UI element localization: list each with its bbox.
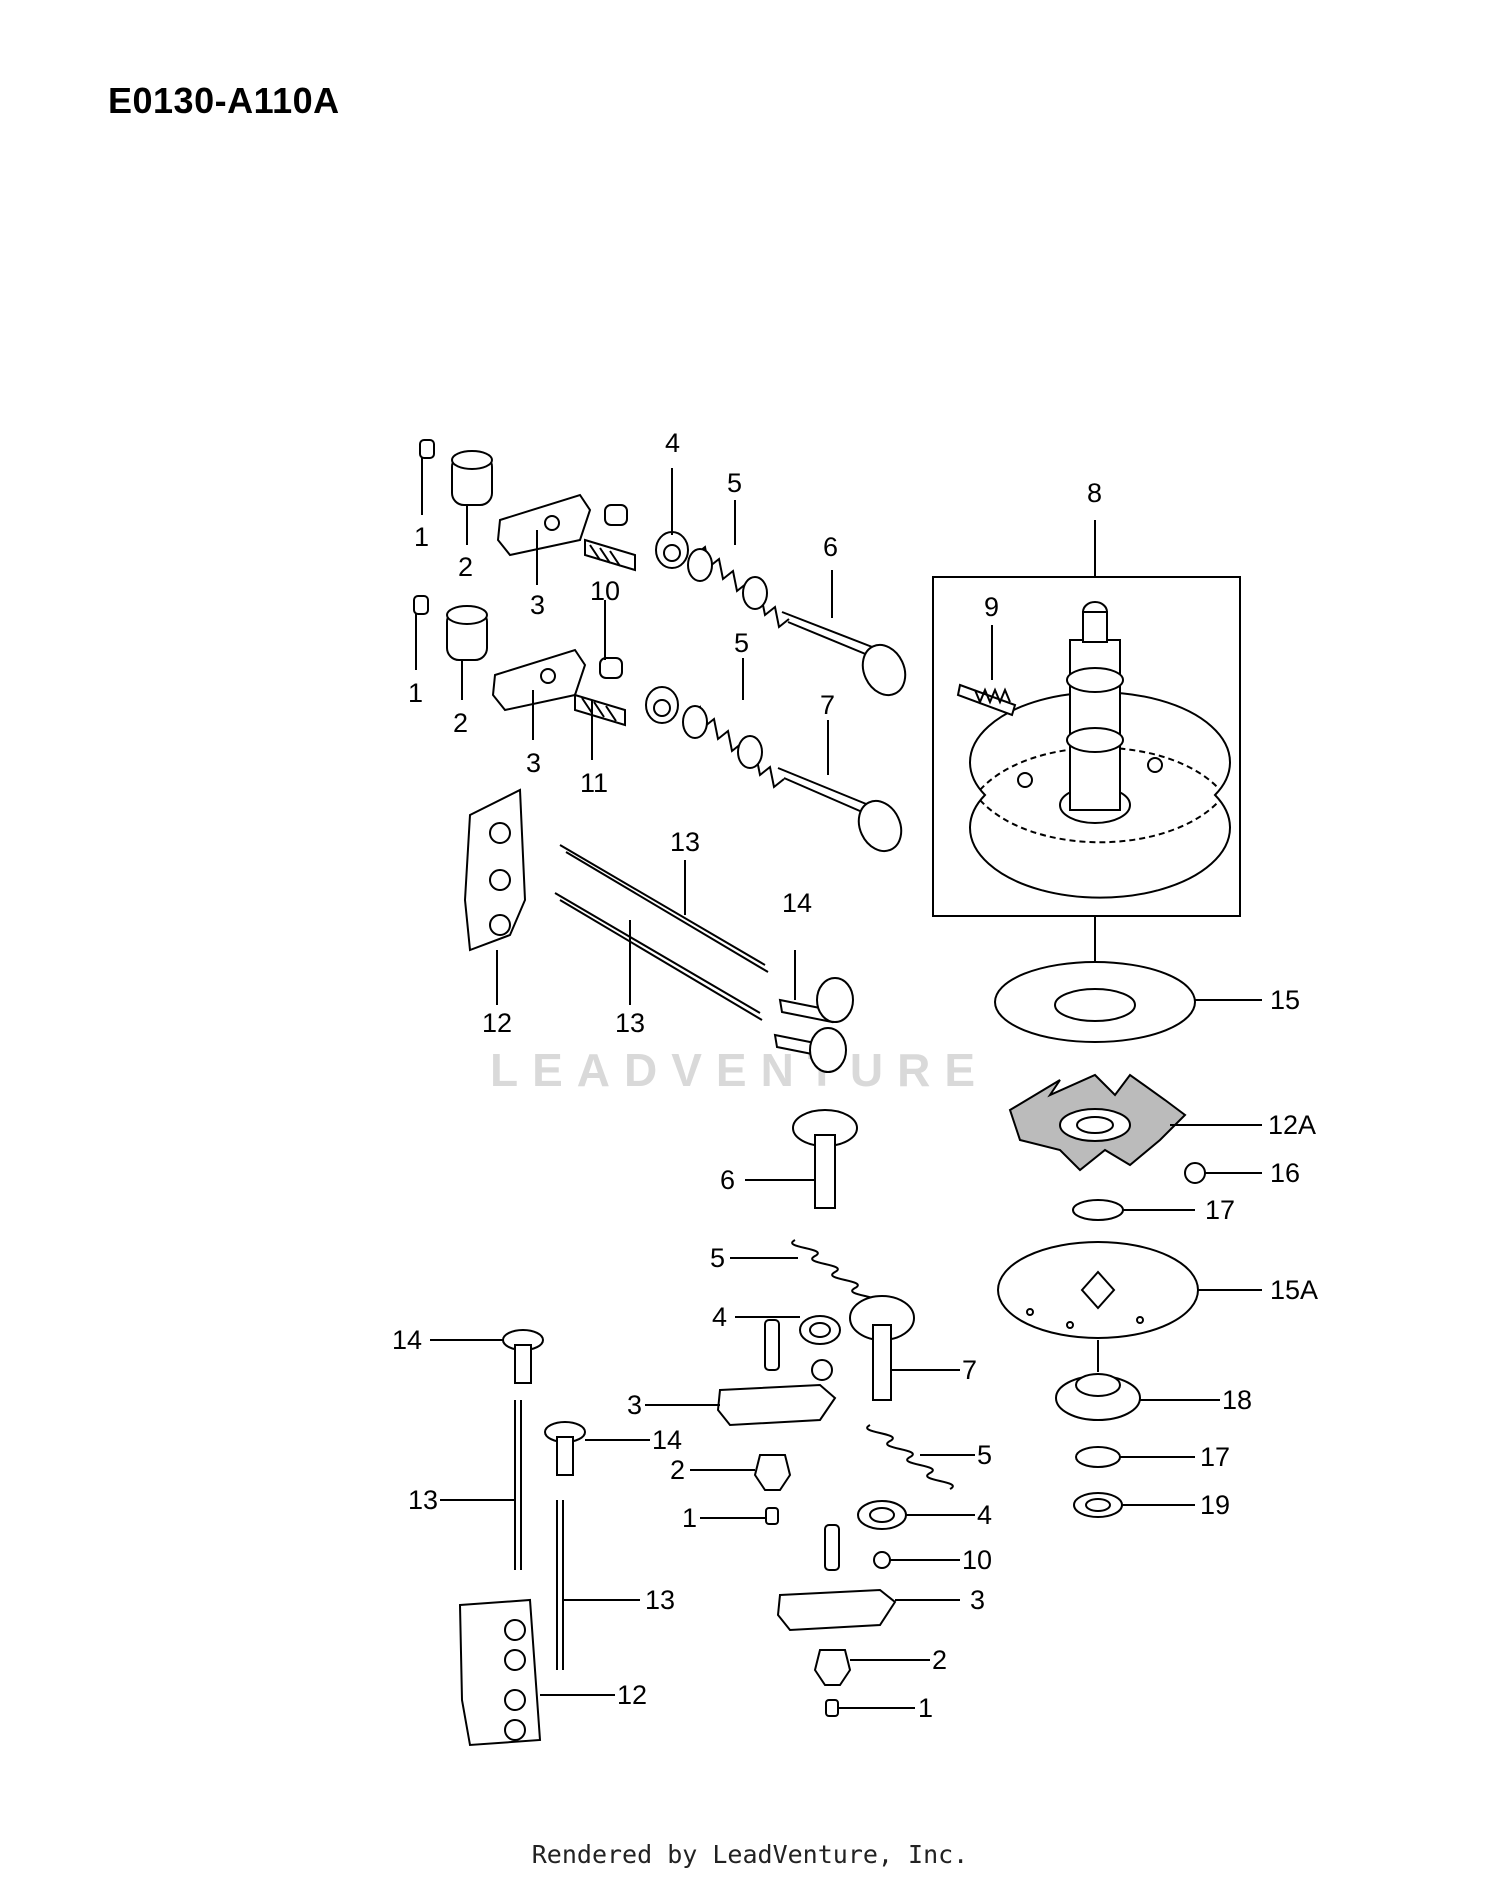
- callout-label[interactable]: 13: [615, 1008, 646, 1038]
- callout-label[interactable]: 5: [734, 628, 750, 658]
- callout-label[interactable]: 4: [977, 1500, 993, 1530]
- callout-label[interactable]: 3: [530, 590, 546, 620]
- callout-label[interactable]: 7: [962, 1355, 978, 1385]
- callout-label[interactable]: 3: [970, 1585, 986, 1615]
- callout-label[interactable]: 12: [617, 1680, 648, 1710]
- callout-label[interactable]: 16: [1270, 1158, 1301, 1188]
- callout-label[interactable]: 4: [712, 1302, 728, 1332]
- callout-label[interactable]: 6: [720, 1165, 736, 1195]
- callout-label[interactable]: 17: [1200, 1442, 1231, 1472]
- callout-label[interactable]: 14: [782, 888, 813, 918]
- callout-label[interactable]: 13: [670, 827, 701, 857]
- callout-label[interactable]: 2: [453, 708, 469, 738]
- callout-label[interactable]: 6: [823, 532, 839, 562]
- callout-label[interactable]: 15: [1270, 985, 1301, 1015]
- callout-label[interactable]: 2: [458, 552, 474, 582]
- callout-label[interactable]: 1: [682, 1503, 698, 1533]
- callout-label[interactable]: 5: [977, 1440, 993, 1470]
- callout-label[interactable]: 11: [580, 768, 609, 798]
- callout-label[interactable]: 14: [652, 1425, 683, 1455]
- callout-label[interactable]: 3: [526, 748, 542, 778]
- callout-label[interactable]: 17: [1205, 1195, 1236, 1225]
- callout-label[interactable]: 9: [984, 592, 1000, 622]
- callout-label[interactable]: 2: [932, 1645, 948, 1675]
- callout-label[interactable]: 1: [414, 522, 430, 552]
- callout-label[interactable]: 18: [1222, 1385, 1253, 1415]
- callout-label[interactable]: 15A: [1270, 1275, 1319, 1305]
- callout-label[interactable]: 13: [408, 1485, 439, 1515]
- callout-label[interactable]: 1: [918, 1693, 934, 1723]
- footer-credit: Rendered by LeadVenture, Inc.: [531, 1840, 969, 1869]
- callout-label[interactable]: 3: [627, 1390, 643, 1420]
- callout-label[interactable]: 2: [670, 1455, 686, 1485]
- rocker-assembly-upper: [419, 439, 907, 697]
- callout-label[interactable]: 12: [482, 1008, 513, 1038]
- diagram-title: E0130-A110A: [108, 80, 340, 121]
- callout-label[interactable]: 5: [727, 468, 743, 498]
- callout-label[interactable]: 13: [645, 1585, 676, 1615]
- callout-label[interactable]: 10: [590, 576, 621, 606]
- callout-label[interactable]: 14: [392, 1325, 423, 1355]
- callout-label[interactable]: 4: [665, 428, 681, 458]
- callout-label[interactable]: 19: [1200, 1490, 1231, 1520]
- callout-label[interactable]: 8: [1087, 478, 1103, 508]
- callout-label[interactable]: 5: [710, 1243, 726, 1273]
- callout-label[interactable]: 10: [962, 1545, 993, 1575]
- callout-label[interactable]: 1: [408, 678, 424, 708]
- callout-label[interactable]: 7: [820, 690, 836, 720]
- rocker-assembly-lower: [413, 595, 903, 853]
- watermark: LEADVENTURE: [490, 1044, 990, 1096]
- callout-label[interactable]: 12A: [1268, 1110, 1317, 1140]
- camshaft-gear: [969, 601, 1231, 899]
